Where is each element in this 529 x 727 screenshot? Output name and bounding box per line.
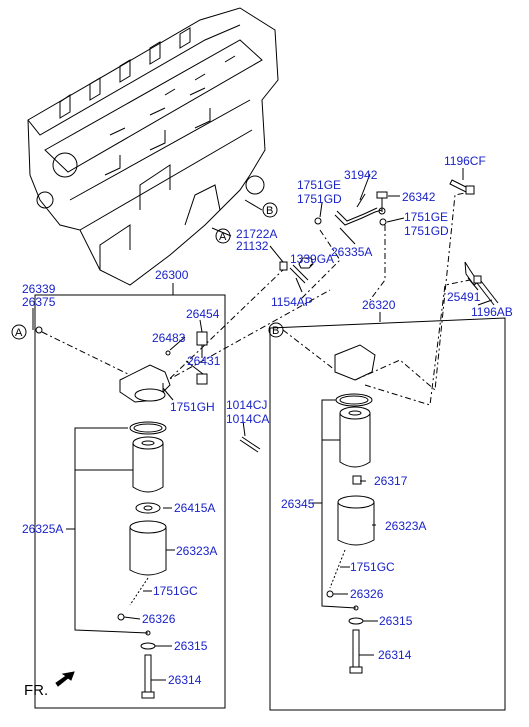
part-26314-left xyxy=(141,654,155,699)
callout-b-text: B xyxy=(266,205,273,217)
label-1751GC-right: 1751GC xyxy=(350,560,395,574)
label-1014CJ: 1014CJ xyxy=(226,398,267,412)
callout-a-left-text: A xyxy=(15,327,23,339)
left-assembly-frame xyxy=(34,294,226,709)
label-21722A: 21722A xyxy=(236,227,277,241)
part-26431 xyxy=(196,373,208,385)
part-26345 xyxy=(339,406,371,468)
part-1014CJ xyxy=(239,436,261,453)
part-26342 xyxy=(376,191,388,212)
label-26325A: 26325A xyxy=(22,522,63,536)
part-26314-right xyxy=(349,629,363,674)
part-21132 xyxy=(279,261,288,271)
label-25491: 25491 xyxy=(447,290,481,304)
callout-a-left: A xyxy=(11,324,27,340)
front-indicator: FR. xyxy=(24,671,75,699)
label-26314-left: 26314 xyxy=(168,673,202,687)
label-26342: 26342 xyxy=(402,190,436,204)
right-assembly-frame xyxy=(269,317,506,711)
label-26326-right: 26326 xyxy=(350,587,384,601)
callout-b-right: B xyxy=(268,322,284,338)
label-26326-left: 26326 xyxy=(142,612,176,626)
label-26375: 26375 xyxy=(22,295,56,309)
label-1751GD-b: 1751GD xyxy=(404,224,449,238)
part-26317 xyxy=(352,475,362,485)
label-26320: 26320 xyxy=(362,298,396,312)
label-26431: 26431 xyxy=(187,354,221,368)
callout-b-engine: B xyxy=(262,202,278,218)
part-1154AP xyxy=(289,264,309,284)
label-1154AP: 1154AP xyxy=(271,295,313,309)
label-1751GH: 1751GH xyxy=(170,400,215,414)
part-clamp-b xyxy=(379,218,387,226)
part-26315-right xyxy=(348,617,364,625)
part-26335A xyxy=(334,209,383,226)
label-1751GC-left: 1751GC xyxy=(153,584,198,598)
part-filter-head-right xyxy=(334,344,376,381)
part-26325A xyxy=(132,436,164,493)
label-26415A: 26415A xyxy=(174,501,215,515)
label-1751GE-b: 1751GE xyxy=(404,210,448,224)
label-26454: 26454 xyxy=(186,307,220,321)
label-1196AB: 1196AB xyxy=(471,305,513,319)
front-arrow-icon xyxy=(55,671,75,687)
label-26483: 26483 xyxy=(152,331,186,345)
label-26335A: 26335A xyxy=(331,245,372,259)
part-26483 xyxy=(165,350,171,356)
part-31942 xyxy=(356,193,366,208)
part-26415A xyxy=(135,502,161,514)
callout-b-right-text: B xyxy=(272,325,279,337)
label-26339: 26339 xyxy=(22,282,56,296)
label-21132: 21132 xyxy=(236,239,269,253)
part-26323A-right xyxy=(337,495,375,546)
part-1196AB xyxy=(473,275,499,306)
label-1014CA: 1014CA xyxy=(226,412,269,426)
label-26317: 26317 xyxy=(374,474,408,488)
label-1751GD-a: 1751GD xyxy=(297,192,342,206)
label-26314-right: 26314 xyxy=(378,648,412,662)
label-26315-left: 26315 xyxy=(174,639,208,653)
label-26315-right: 26315 xyxy=(379,614,413,628)
part-clamp-a xyxy=(314,217,322,225)
part-1196CF xyxy=(449,179,475,195)
part-1339GA xyxy=(298,257,314,269)
label-26323A-left: 26323A xyxy=(176,544,217,558)
part-26454 xyxy=(196,331,208,346)
label-26300: 26300 xyxy=(155,268,189,282)
part-26323A-left xyxy=(129,520,167,576)
label-31942: 31942 xyxy=(344,168,378,182)
part-26315-left xyxy=(140,642,156,650)
part-26326-right xyxy=(326,590,334,598)
label-1196CF: 1196CF xyxy=(444,154,486,168)
part-26326-left xyxy=(117,613,125,621)
front-label: FR. xyxy=(24,682,48,699)
label-1339GA: 1339GA xyxy=(290,252,334,266)
engine-block xyxy=(27,7,279,286)
label-26345: 26345 xyxy=(281,497,315,511)
label-26323A-right: 26323A xyxy=(385,519,426,533)
callout-a-text: A xyxy=(219,231,227,243)
label-1751GE-a: 1751GE xyxy=(297,178,341,192)
